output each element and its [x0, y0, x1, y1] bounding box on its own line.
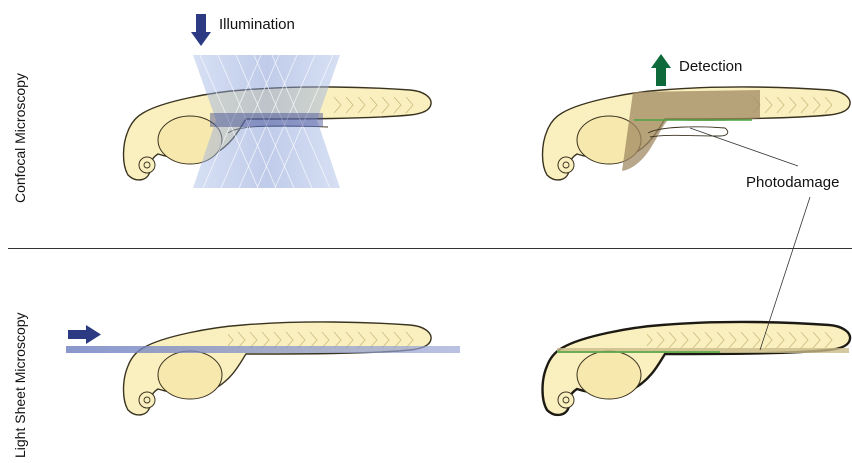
lightsheet-row-label: Light Sheet Microscopy: [12, 312, 28, 458]
detection-arrow-icon: [651, 54, 671, 86]
sheet-arrow-icon: [68, 325, 101, 344]
photodamage-label: Photodamage: [746, 174, 839, 191]
embryo-lightsheet-illumination: [124, 322, 432, 415]
row-divider: [8, 248, 852, 249]
lightsheet-detection-panel: [543, 322, 851, 415]
photodamage-leader-lines: [690, 128, 810, 350]
photodamage-region: [622, 90, 760, 171]
detection-label: Detection: [679, 58, 742, 75]
confocal-row-label: Confocal Microscopy: [12, 73, 28, 203]
illumination-arrow-icon: [191, 14, 211, 46]
confocal-illumination-panel: [124, 14, 432, 188]
embryo-lightsheet-detection: [543, 322, 851, 415]
illumination-label: Illumination: [219, 16, 295, 33]
illumination-cone: [193, 55, 340, 188]
light-sheet: [66, 346, 460, 353]
lightsheet-illumination-panel: [66, 322, 460, 415]
